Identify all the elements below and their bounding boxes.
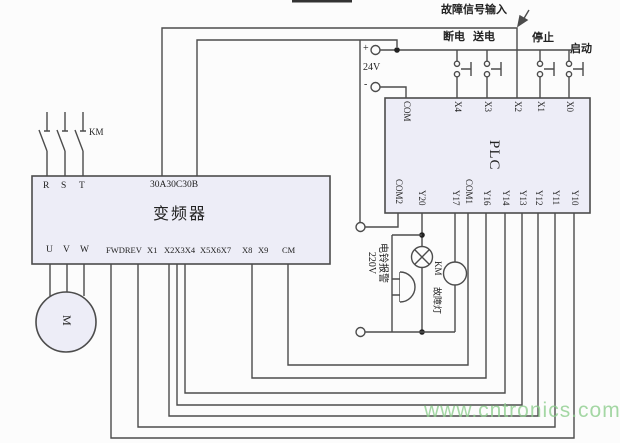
alarm-circuit	[355, 213, 468, 338]
km-contactor-switch	[38, 112, 86, 176]
button-label-duandian: 断电	[443, 31, 465, 43]
inverter-terminal-fwdrev: FWDREV	[106, 245, 142, 255]
plc-terminal-com2: COM2	[394, 179, 404, 205]
button-label-songdian: 送电	[473, 31, 495, 43]
plc-terminal-y17: Y17	[451, 190, 461, 206]
plc-terminal-y13: Y13	[518, 190, 528, 206]
motor-label: M	[60, 315, 74, 326]
crop-artifact	[292, 0, 352, 3]
plc-box	[384, 97, 591, 214]
plc-terminal-y11: Y11	[551, 190, 561, 206]
inverter-terminal-w: W	[80, 245, 89, 255]
alarm-bottom-terminal	[355, 326, 366, 338]
pushbutton-songdian	[483, 50, 502, 98]
inverter-box	[31, 175, 331, 265]
plc-terminal-com1: COM1	[464, 179, 474, 205]
plc-terminal-y10: Y10	[570, 190, 580, 206]
fault-wire-30a-x2	[161, 27, 518, 176]
inverter-terminal-x5x6x7: X5X6X7	[200, 245, 232, 255]
button-label-tingzhi: 停止	[532, 32, 554, 44]
plc-terminal-x2: X2	[513, 101, 523, 112]
inverter-terminal-v: V	[63, 245, 70, 255]
junction-dot	[394, 47, 400, 53]
plc-terminal-y12: Y12	[534, 190, 544, 206]
wire-30b-plus	[196, 39, 398, 176]
wire-minus-com	[380, 86, 407, 98]
watermark: www.cntronics.com	[424, 399, 620, 422]
plc-terminal-com: COM	[402, 101, 412, 122]
alarm-top-terminal	[355, 221, 366, 233]
plc-terminal-x0: X0	[565, 101, 575, 112]
inverter-terminal-s: S	[61, 181, 67, 191]
bell-icon	[399, 271, 416, 303]
plc-terminal-y16: Y16	[482, 190, 492, 206]
inverter-terminal-r: R	[43, 181, 50, 191]
inverter-terminal-t: T	[79, 181, 85, 191]
pushbutton-duandian	[453, 50, 472, 98]
supply-voltage-label: 24V	[363, 62, 381, 73]
inverter-terminal-x9: X9	[258, 245, 269, 255]
output-wires	[110, 213, 575, 439]
pushbutton-qidong	[565, 50, 584, 98]
km-coil-icon	[442, 261, 468, 286]
km-contactor-label: KM	[89, 127, 104, 137]
inverter-terminal-cm: CM	[282, 245, 296, 255]
plc-terminal-y14: Y14	[501, 190, 511, 206]
inverter-terminal-x2x3x4: X2X3X4	[164, 245, 196, 255]
inverter-relay-terminals: 30A30C30B	[150, 180, 199, 190]
km-coil-label: KM	[433, 261, 443, 276]
inverter-terminal-x1: X1	[147, 245, 158, 255]
plus-sign: +	[363, 43, 369, 54]
pushbutton-tingzhi	[536, 50, 555, 98]
plc-terminal-x3: X3	[483, 101, 493, 112]
plc-terminal-y20: Y20	[417, 190, 427, 206]
inverter-name: 变频器	[153, 206, 208, 223]
fault-lamp-label: 故障灯	[432, 287, 442, 315]
motor-wires	[49, 264, 85, 296]
minus-terminal	[370, 81, 381, 93]
inverter-terminal-x8: X8	[242, 245, 253, 255]
fault-input-label: 故障信号输入	[441, 4, 507, 16]
fault-arrow-head	[516, 14, 529, 28]
plc-terminal-x1: X1	[536, 101, 546, 112]
plc-terminal-x4: X4	[453, 101, 463, 112]
button-label-qidong: 启动	[570, 43, 592, 55]
plc-name: PLC	[486, 140, 502, 171]
motor-circle	[35, 291, 97, 353]
lamp-cross	[414, 249, 430, 265]
plus-terminal	[370, 44, 381, 56]
minus-sign: -	[364, 79, 368, 90]
inverter-terminal-u: U	[46, 245, 53, 255]
